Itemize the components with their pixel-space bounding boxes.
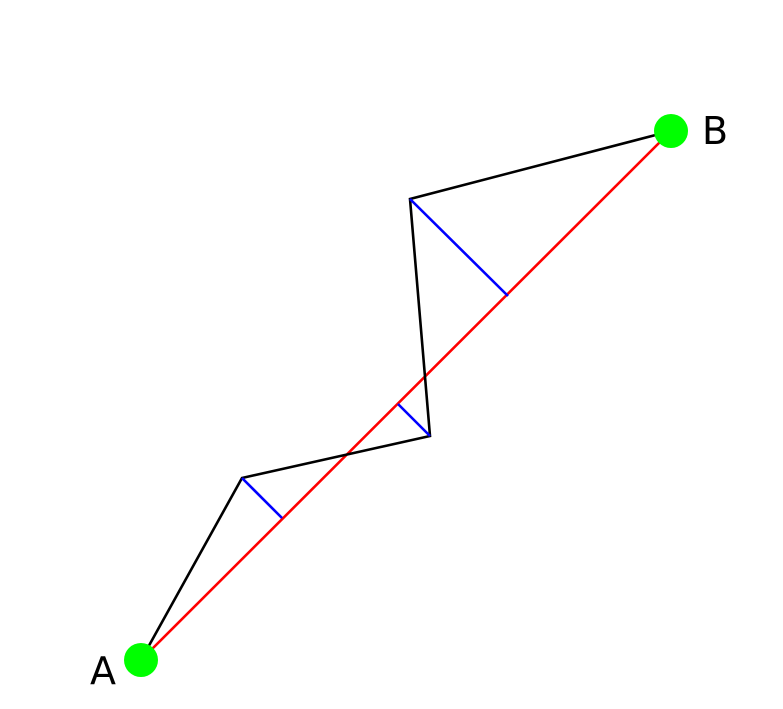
point-a-marker [124, 643, 158, 677]
perpendicular-1 [241, 477, 283, 519]
point-b-label: B [702, 109, 728, 153]
perpendicular-3 [409, 198, 509, 297]
point-a-label: A [90, 649, 116, 693]
straight-line-ab [140, 130, 672, 661]
point-b-marker [654, 114, 688, 148]
perpendicular-2 [397, 403, 431, 437]
